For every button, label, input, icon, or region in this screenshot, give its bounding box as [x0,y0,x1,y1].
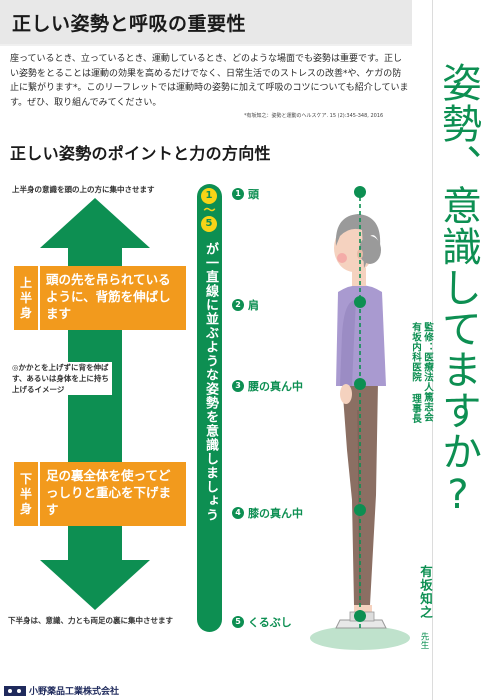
standing-woman-illustration [310,186,410,650]
lower-body-box: 下 半 身 足の裏全体を使ってどっしりと重心を下げます [14,462,186,526]
tag-char: 下 [19,471,32,486]
double-arrow-icon [40,198,150,610]
point-number: 4 [232,507,244,519]
citation: *有坂知之：姿勢と運動のヘルスケア. 15 (2):345-348, 2016 [244,113,384,119]
point-ankle: 5 くるぶし [232,614,292,630]
point-hip: 3 腰の真ん中 [232,378,303,394]
heel-note: ◎かかとを上げずに背を伸ばす、あるいは身体を上に持ち上げるイメージ [12,362,112,395]
side-title: 姿勢、意識してますか? [435,62,481,519]
upper-body-text: 頭の先を吊られているように、背筋を伸ばします [38,266,186,330]
point-label: 頭 [248,188,259,201]
bottom-caption: 下半身は、意識、力とも両足の裏に集中させます [8,616,173,625]
point-shoulder: 2 肩 [232,297,259,313]
title-underline [0,44,412,46]
upper-body-box: 上 半 身 頭の先を吊られているように、背筋を伸ばします [14,266,186,330]
point-label: 腰の真ん中 [248,380,303,393]
point-number: 5 [232,616,244,628]
page-title: 正しい姿勢と呼吸の重要性 [12,13,247,35]
title-bar [0,0,412,44]
point-label: 肩 [248,299,259,312]
lower-body-tag: 下 半 身 [14,462,38,526]
point-head: 1 頭 [232,186,259,202]
alignment-badge-group: 1 〜 5 [201,188,218,233]
alignment-text: が一直線に並ぶような姿勢を意識しましょう [203,242,218,522]
supervisor-line1: 監修：医療法人篤志会 [422,322,433,422]
point-number: 1 [232,188,244,200]
top-caption: 上半身の意識を頭の上の方に集中させます [12,185,155,194]
logo-mark-icon [4,685,26,696]
supervisor-suffix: 先生 [419,632,429,649]
intro-paragraph: 座っているとき、立っているとき、運動しているとき、どのような場面でも姿勢は重要で… [10,54,409,108]
lower-body-text: 足の裏全体を使ってどっしりと重心を下げます [38,462,186,526]
column-divider [432,0,433,700]
point-number: 2 [232,299,244,311]
company-name: 小野薬品工業株式会社 [29,687,120,697]
supervisor-name: 有坂知之 [418,565,433,619]
point-label: くるぶし [248,616,292,629]
supervisor-line2: 有坂内科医院 理事長 [410,322,421,424]
point-label: 膝の真ん中 [248,507,303,520]
section-title: 正しい姿勢のポイントと力の方向性 [10,144,271,163]
badge-end: 5 [201,216,217,232]
point-number: 3 [232,380,244,392]
company-logo: 小野薬品工業株式会社 [4,684,119,697]
tag-char: 身 [19,305,32,320]
tag-char: 半 [19,290,32,305]
badge-tilde: 〜 [203,203,216,217]
alignment-bar [197,184,222,632]
tag-char: 上 [19,275,32,290]
tag-char: 身 [19,501,32,516]
upper-body-tag: 上 半 身 [14,266,38,330]
tag-char: 半 [19,486,32,501]
badge-start: 1 [201,188,217,204]
point-knee: 4 膝の真ん中 [232,505,303,521]
